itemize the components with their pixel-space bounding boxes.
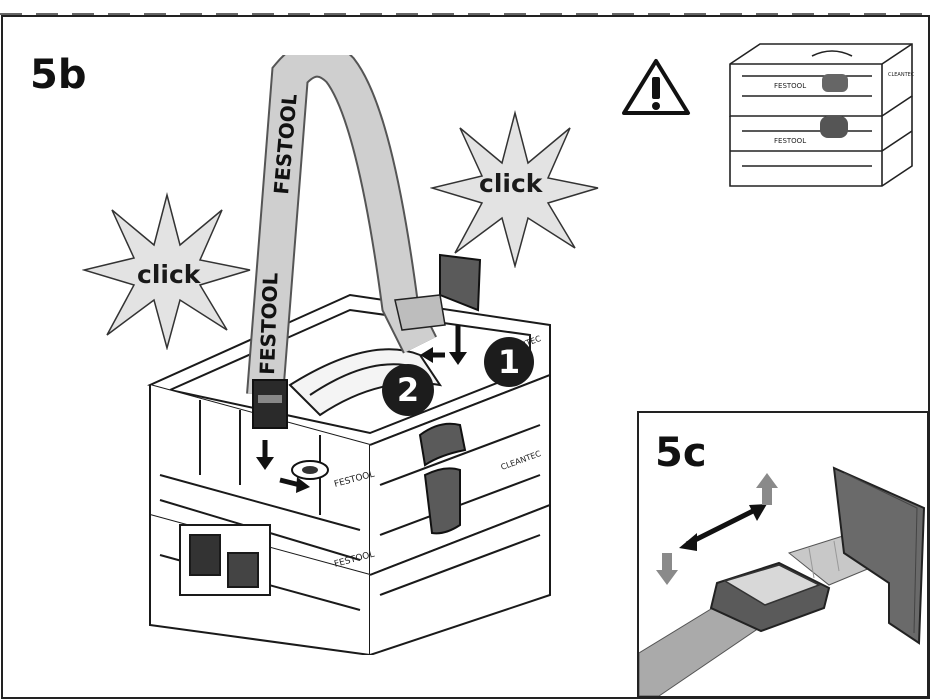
step-label-5b: 5b xyxy=(30,52,87,98)
step-badge-2: 2 xyxy=(382,364,434,416)
strap-brand-upper: FESTOOL xyxy=(269,95,302,195)
strap-clip-detail xyxy=(639,466,926,696)
step-badge-1: 1 xyxy=(484,337,534,387)
systainer-illustration: FESTOOL FESTOOL CLEANTEC CLEANTEC xyxy=(147,55,551,655)
step-label-5c: 5c xyxy=(655,430,707,476)
click-burst-left xyxy=(82,192,251,350)
svg-text:FESTOOL: FESTOOL xyxy=(774,82,806,90)
svg-text:FESTOOL: FESTOOL xyxy=(774,137,806,145)
arrow-down-icon xyxy=(656,553,678,585)
detail-inset-5c: 5c xyxy=(637,411,929,698)
systainer-thumbnail: FESTOOL FESTOOL CLEANTEC xyxy=(729,43,915,187)
warning-icon xyxy=(622,59,690,115)
svg-text:CLEANTEC: CLEANTEC xyxy=(888,72,915,78)
strap-brand-lower: FESTOOL xyxy=(255,272,283,375)
click-callout-left: click xyxy=(137,260,201,289)
click-burst-right xyxy=(430,110,599,268)
top-dashed-line xyxy=(0,13,931,15)
illustration-frame xyxy=(1,15,930,699)
arrow-up-icon xyxy=(756,473,778,505)
click-callout-right: click xyxy=(479,169,543,198)
strap-brand-text: FESTOOL FESTOOL xyxy=(255,95,302,375)
